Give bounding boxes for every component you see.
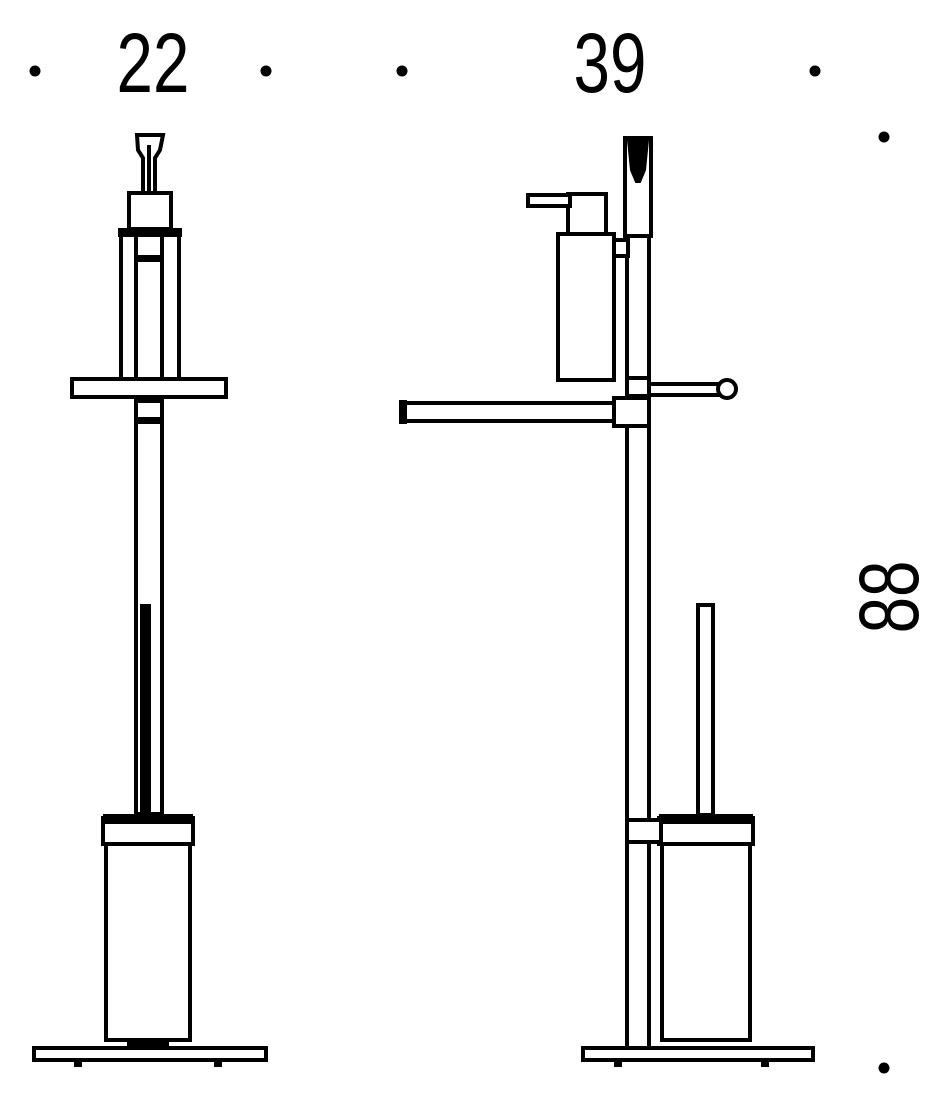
- towel-arm: [400, 401, 629, 423]
- dimension-label-height: 88: [842, 561, 936, 634]
- dimension-label-width-side: 39: [574, 16, 647, 110]
- dimension-dot-bottom: [878, 1062, 890, 1074]
- hook-collar: [625, 376, 651, 398]
- dimension-dot-left: [396, 65, 408, 77]
- dimension-label-width-front: 22: [117, 16, 190, 110]
- pole-top-cap: [626, 139, 650, 183]
- hook-knob: [716, 378, 738, 400]
- shelf: [70, 377, 228, 399]
- side-view: [399, 136, 815, 1067]
- brush-cup: [660, 842, 752, 1042]
- dimension-height: 88: [842, 131, 936, 1074]
- towel-arm-end: [399, 400, 407, 424]
- base-plate: [32, 1046, 268, 1062]
- base-foot: [214, 1059, 222, 1067]
- dimension-dot-right: [809, 65, 821, 77]
- main-pole: [625, 234, 651, 1050]
- dimension-dot-left: [29, 65, 41, 77]
- soap-bottle: [556, 232, 616, 382]
- base-foot: [614, 1059, 622, 1067]
- dispenser-bracket: [612, 238, 630, 258]
- pole-clamp: [625, 818, 663, 844]
- pump-spout: [526, 193, 572, 208]
- brush-handle: [140, 604, 151, 816]
- base-plate: [581, 1046, 815, 1062]
- brush-handle: [696, 603, 715, 817]
- dimension-width-side: 39: [396, 16, 821, 110]
- base-foot: [761, 1059, 769, 1067]
- hook-arm: [647, 382, 727, 397]
- pole-collar: [135, 417, 163, 424]
- pump-neck: [566, 192, 608, 236]
- front-view: [32, 133, 268, 1067]
- brush-cup-lid-top: [103, 814, 193, 824]
- soap-bottle: [119, 231, 181, 381]
- pump-neck: [127, 191, 173, 231]
- dimension-width-front: 22: [29, 16, 272, 110]
- base-foot: [74, 1059, 82, 1067]
- brush-cup: [104, 842, 192, 1042]
- dimension-dot-top: [878, 131, 890, 143]
- soap-bottle-band: [135, 255, 163, 262]
- dimension-dot-right: [260, 65, 272, 77]
- towel-arm-joint: [612, 396, 651, 428]
